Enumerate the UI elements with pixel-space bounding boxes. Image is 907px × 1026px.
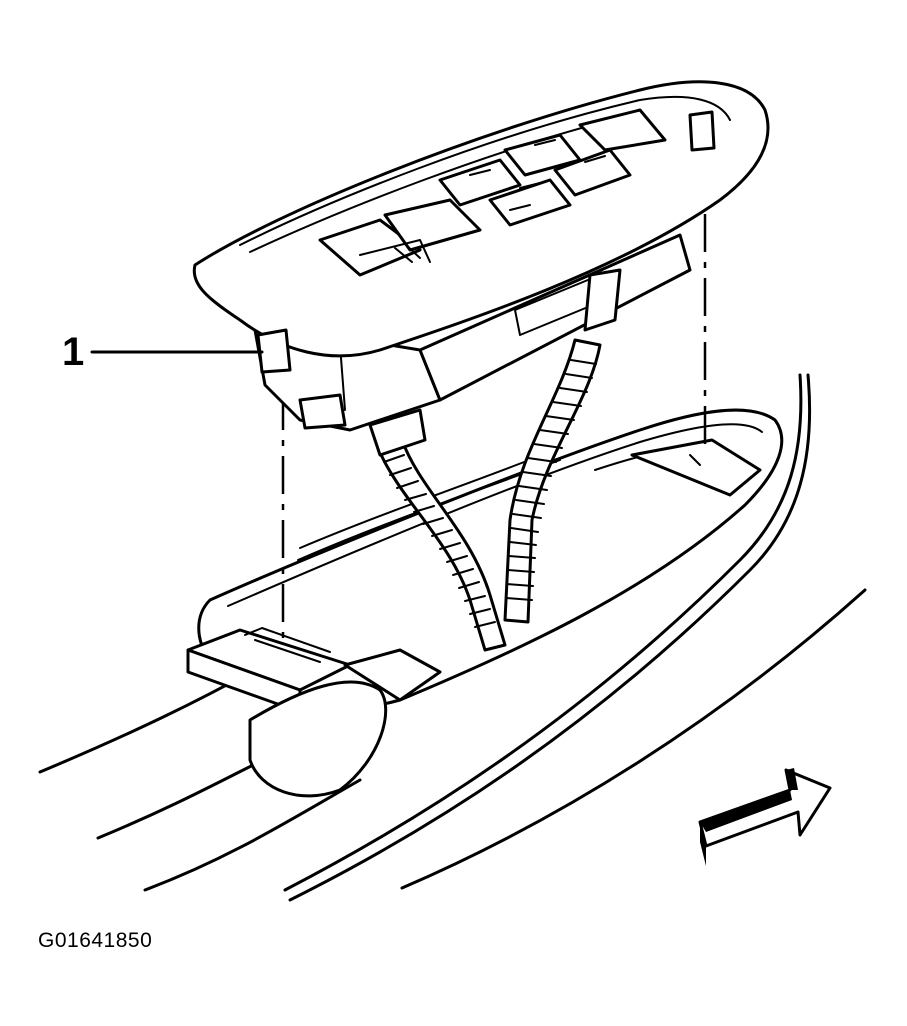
armrest-bezel bbox=[186, 408, 784, 798]
window-switch-assembly bbox=[192, 80, 770, 457]
figure-id: G01641850 bbox=[38, 929, 153, 952]
door-trim-panel bbox=[38, 373, 867, 902]
forward-arrow-icon bbox=[698, 768, 832, 866]
wire-harness bbox=[376, 338, 602, 652]
callout-number: 1 bbox=[62, 330, 85, 374]
